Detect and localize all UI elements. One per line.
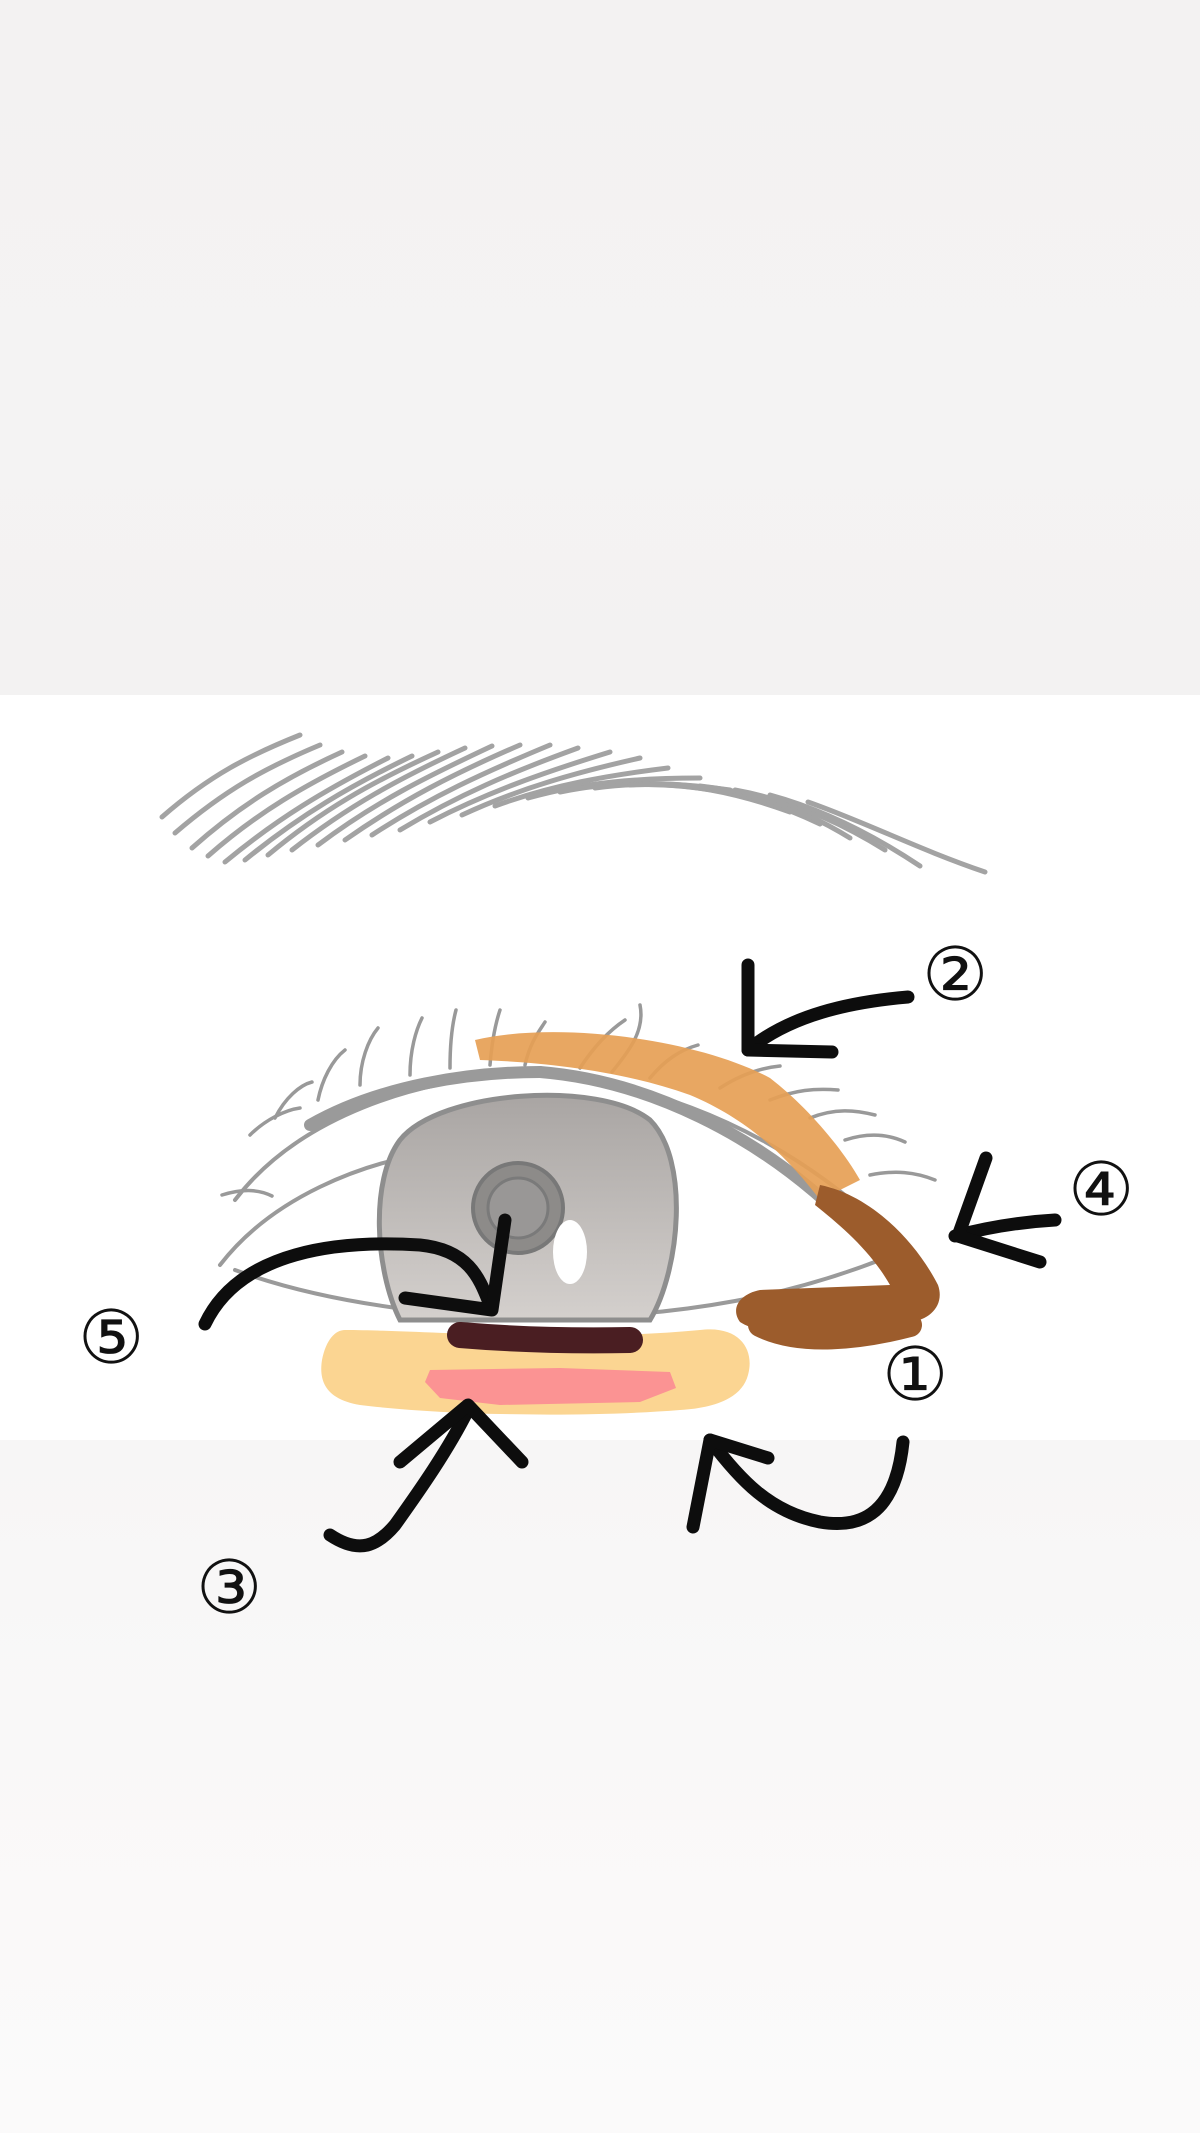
iris: [376, 1092, 679, 1323]
arrow-1: [703, 1433, 910, 1531]
lash-line: [447, 1322, 643, 1354]
label-3: ③: [196, 1545, 262, 1631]
under-eye-pink: [425, 1368, 676, 1405]
top-background-band: [0, 0, 1200, 695]
arrow-5: [198, 1237, 497, 1331]
bottom-background-band: [0, 1440, 1200, 2133]
arrows: [198, 958, 1062, 1553]
label-4: ④: [1068, 1147, 1134, 1233]
eyebrow-sketch-icon: [159, 732, 988, 875]
label-1: ①: [882, 1332, 948, 1418]
arrow-2: [741, 990, 915, 1057]
outer-corner-shadow: [736, 1185, 940, 1334]
upper-lid-shadow: [475, 1032, 860, 1200]
label-5: ⑤: [78, 1295, 144, 1381]
label-2: ②: [922, 932, 988, 1018]
eye-highlight: [553, 1220, 587, 1284]
arrow-3: [323, 1403, 475, 1553]
